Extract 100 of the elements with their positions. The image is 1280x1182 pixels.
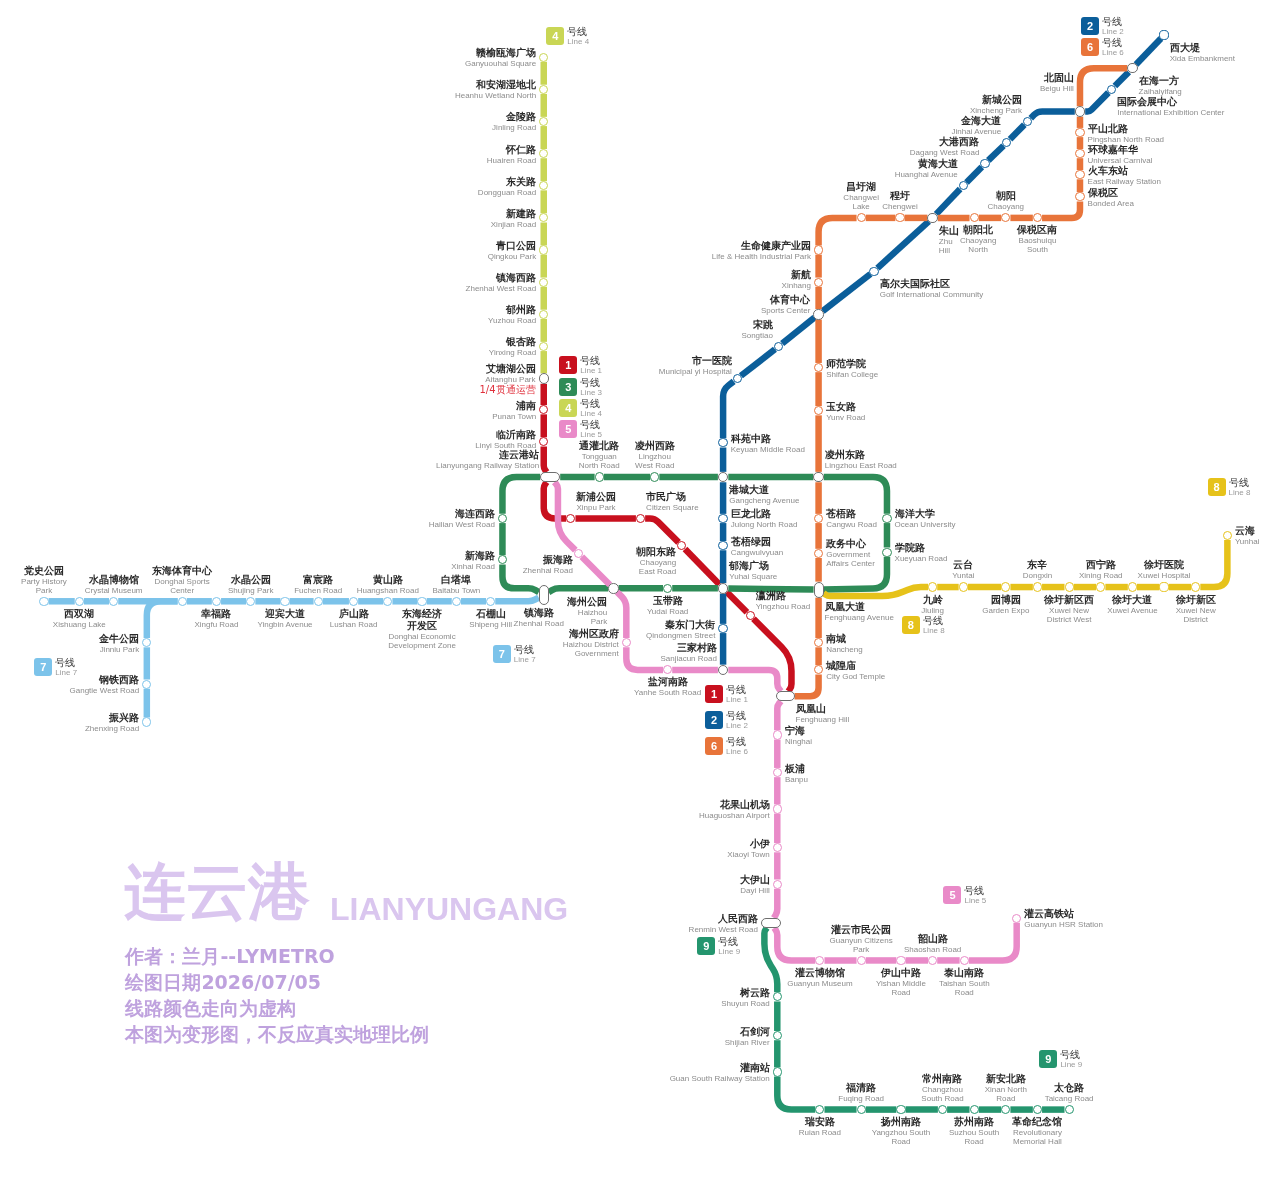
station-name-english: Zhenhai Road <box>522 566 573 575</box>
station-name: 秦东门大街 <box>665 618 716 631</box>
metro-line-segment <box>614 589 630 639</box>
station-name-english: Beigu Hill <box>1040 84 1074 94</box>
metro-line-segment <box>728 585 814 593</box>
station-name: 云台 <box>953 559 974 572</box>
line-number-badge: 9 <box>697 936 716 955</box>
station-marker <box>486 596 496 606</box>
station-marker <box>497 513 508 524</box>
station-marker <box>635 513 646 524</box>
metro-line-segment <box>221 598 247 605</box>
interchange-station-marker <box>1127 63 1138 74</box>
station-name: 海连西路 <box>454 507 495 520</box>
metro-line-segment <box>751 616 795 694</box>
station-name-english: Zaihaiyifang <box>1138 87 1182 97</box>
station-name-english: Donghai Sports Center <box>153 576 211 595</box>
station-name: 石剑河 <box>739 1025 770 1038</box>
station-marker <box>142 717 152 727</box>
metro-line-segment <box>905 1106 938 1113</box>
line-label: 号线 <box>1101 16 1122 27</box>
station-marker <box>1075 170 1085 180</box>
transfer-station-marker <box>813 581 824 598</box>
metro-line-segment <box>774 1001 781 1031</box>
line-label-english: Line 8 <box>1228 488 1251 498</box>
station-name-english: Xinan North Road <box>983 1085 1028 1103</box>
station-marker <box>539 149 549 159</box>
metro-line-segment <box>499 473 541 514</box>
station-marker <box>177 596 187 606</box>
station-marker <box>958 582 968 592</box>
metro-line-segment <box>761 925 781 993</box>
metro-line-segment <box>547 585 609 595</box>
line-number-badge: 5 <box>559 419 578 438</box>
metro-line-segment <box>143 647 151 680</box>
station-name-english: Xingfu Road <box>194 619 239 629</box>
station-name: 市一医院 <box>691 355 732 367</box>
station-marker <box>1064 582 1074 592</box>
station-name: 玉带路 <box>652 594 683 607</box>
station-name: 云海 <box>1234 524 1255 537</box>
station-name-english: Jinniu Park <box>99 644 140 654</box>
station-marker <box>959 955 969 966</box>
station-marker <box>1001 213 1011 223</box>
station-name-english: Taishan South Road <box>937 979 991 998</box>
station-name-english: Xida Embankment <box>1169 53 1236 63</box>
station-name: 灌云高铁站 <box>1024 907 1075 920</box>
station-name-english: Jinhai Avenue <box>951 126 1002 136</box>
metro-line-segment <box>672 585 718 592</box>
station-name-english: Banpu <box>784 774 808 784</box>
station-name-english: City God Temple <box>826 671 886 681</box>
station-name: 水晶公园 <box>230 573 271 586</box>
station-marker <box>109 596 119 606</box>
station-name-english: Yudai Road <box>646 606 689 616</box>
metro-line-segment <box>1076 137 1084 149</box>
metro-line-segment <box>774 777 781 805</box>
station-name-english: Xueyuan Road <box>894 553 948 563</box>
station-name-english: Hailian West Road <box>428 519 495 529</box>
station-name-english: Shifan College <box>826 369 879 379</box>
station-marker <box>142 638 152 648</box>
station-marker <box>813 513 824 524</box>
metro-line-segment <box>774 739 781 768</box>
station-name: 金陵路 <box>506 110 537 123</box>
metro-line-segment <box>815 482 822 514</box>
line-label-english: Line 9 <box>1060 1059 1083 1069</box>
metro-line-segment <box>815 372 822 407</box>
station-name-english: Heanhu Wetland North <box>454 90 537 100</box>
station-name-english: International Exhibition Center <box>1117 107 1225 117</box>
station-name: 浦南 <box>516 399 537 412</box>
station-marker <box>895 213 905 223</box>
metro-line-segment <box>255 598 281 605</box>
station-name: 艾塘湖公园 <box>485 362 536 375</box>
station-marker <box>772 843 782 853</box>
station-name-english: Shaoshan Road <box>903 944 962 954</box>
line-label: 号线 <box>718 935 739 947</box>
station-name-english: Guan South Railway Station <box>669 1073 770 1083</box>
transfer-station-marker <box>760 917 781 928</box>
station-name: 国际会展中心 <box>1117 95 1178 108</box>
metro-line-segment <box>540 254 547 278</box>
metro-line-segment <box>540 446 550 474</box>
station-marker <box>772 767 782 778</box>
station-marker <box>718 513 728 524</box>
interchange-station-marker <box>813 309 824 320</box>
station-name-english: Huanghai Avenue <box>894 170 958 180</box>
station-marker <box>650 472 660 482</box>
metro-line-segment <box>83 598 109 605</box>
station-name: 新海路 <box>464 549 495 562</box>
station-name: 海州区政府 <box>568 627 619 640</box>
metro-line-segment <box>540 61 547 85</box>
station-name-english: Yingbin Avenue <box>257 619 313 629</box>
line-label-english: Line 1 <box>726 695 748 705</box>
station-name-english: Yanhe South Road <box>634 688 702 698</box>
metro-line-segment <box>603 473 651 481</box>
line-number-badge: 7 <box>492 645 511 664</box>
station-name-english: Dagang West Road <box>909 148 980 158</box>
station-name: 新安北路 <box>985 1073 1026 1085</box>
station-name-english: Donghai Economic Development Zone <box>387 631 457 650</box>
metro-line-segment <box>579 554 613 587</box>
station-marker <box>815 1105 825 1115</box>
line-number-badge: 8 <box>1207 478 1226 497</box>
metro-line-segment <box>719 523 727 542</box>
station-marker <box>772 1067 782 1077</box>
station-name: 昌圩湖 <box>846 181 877 194</box>
